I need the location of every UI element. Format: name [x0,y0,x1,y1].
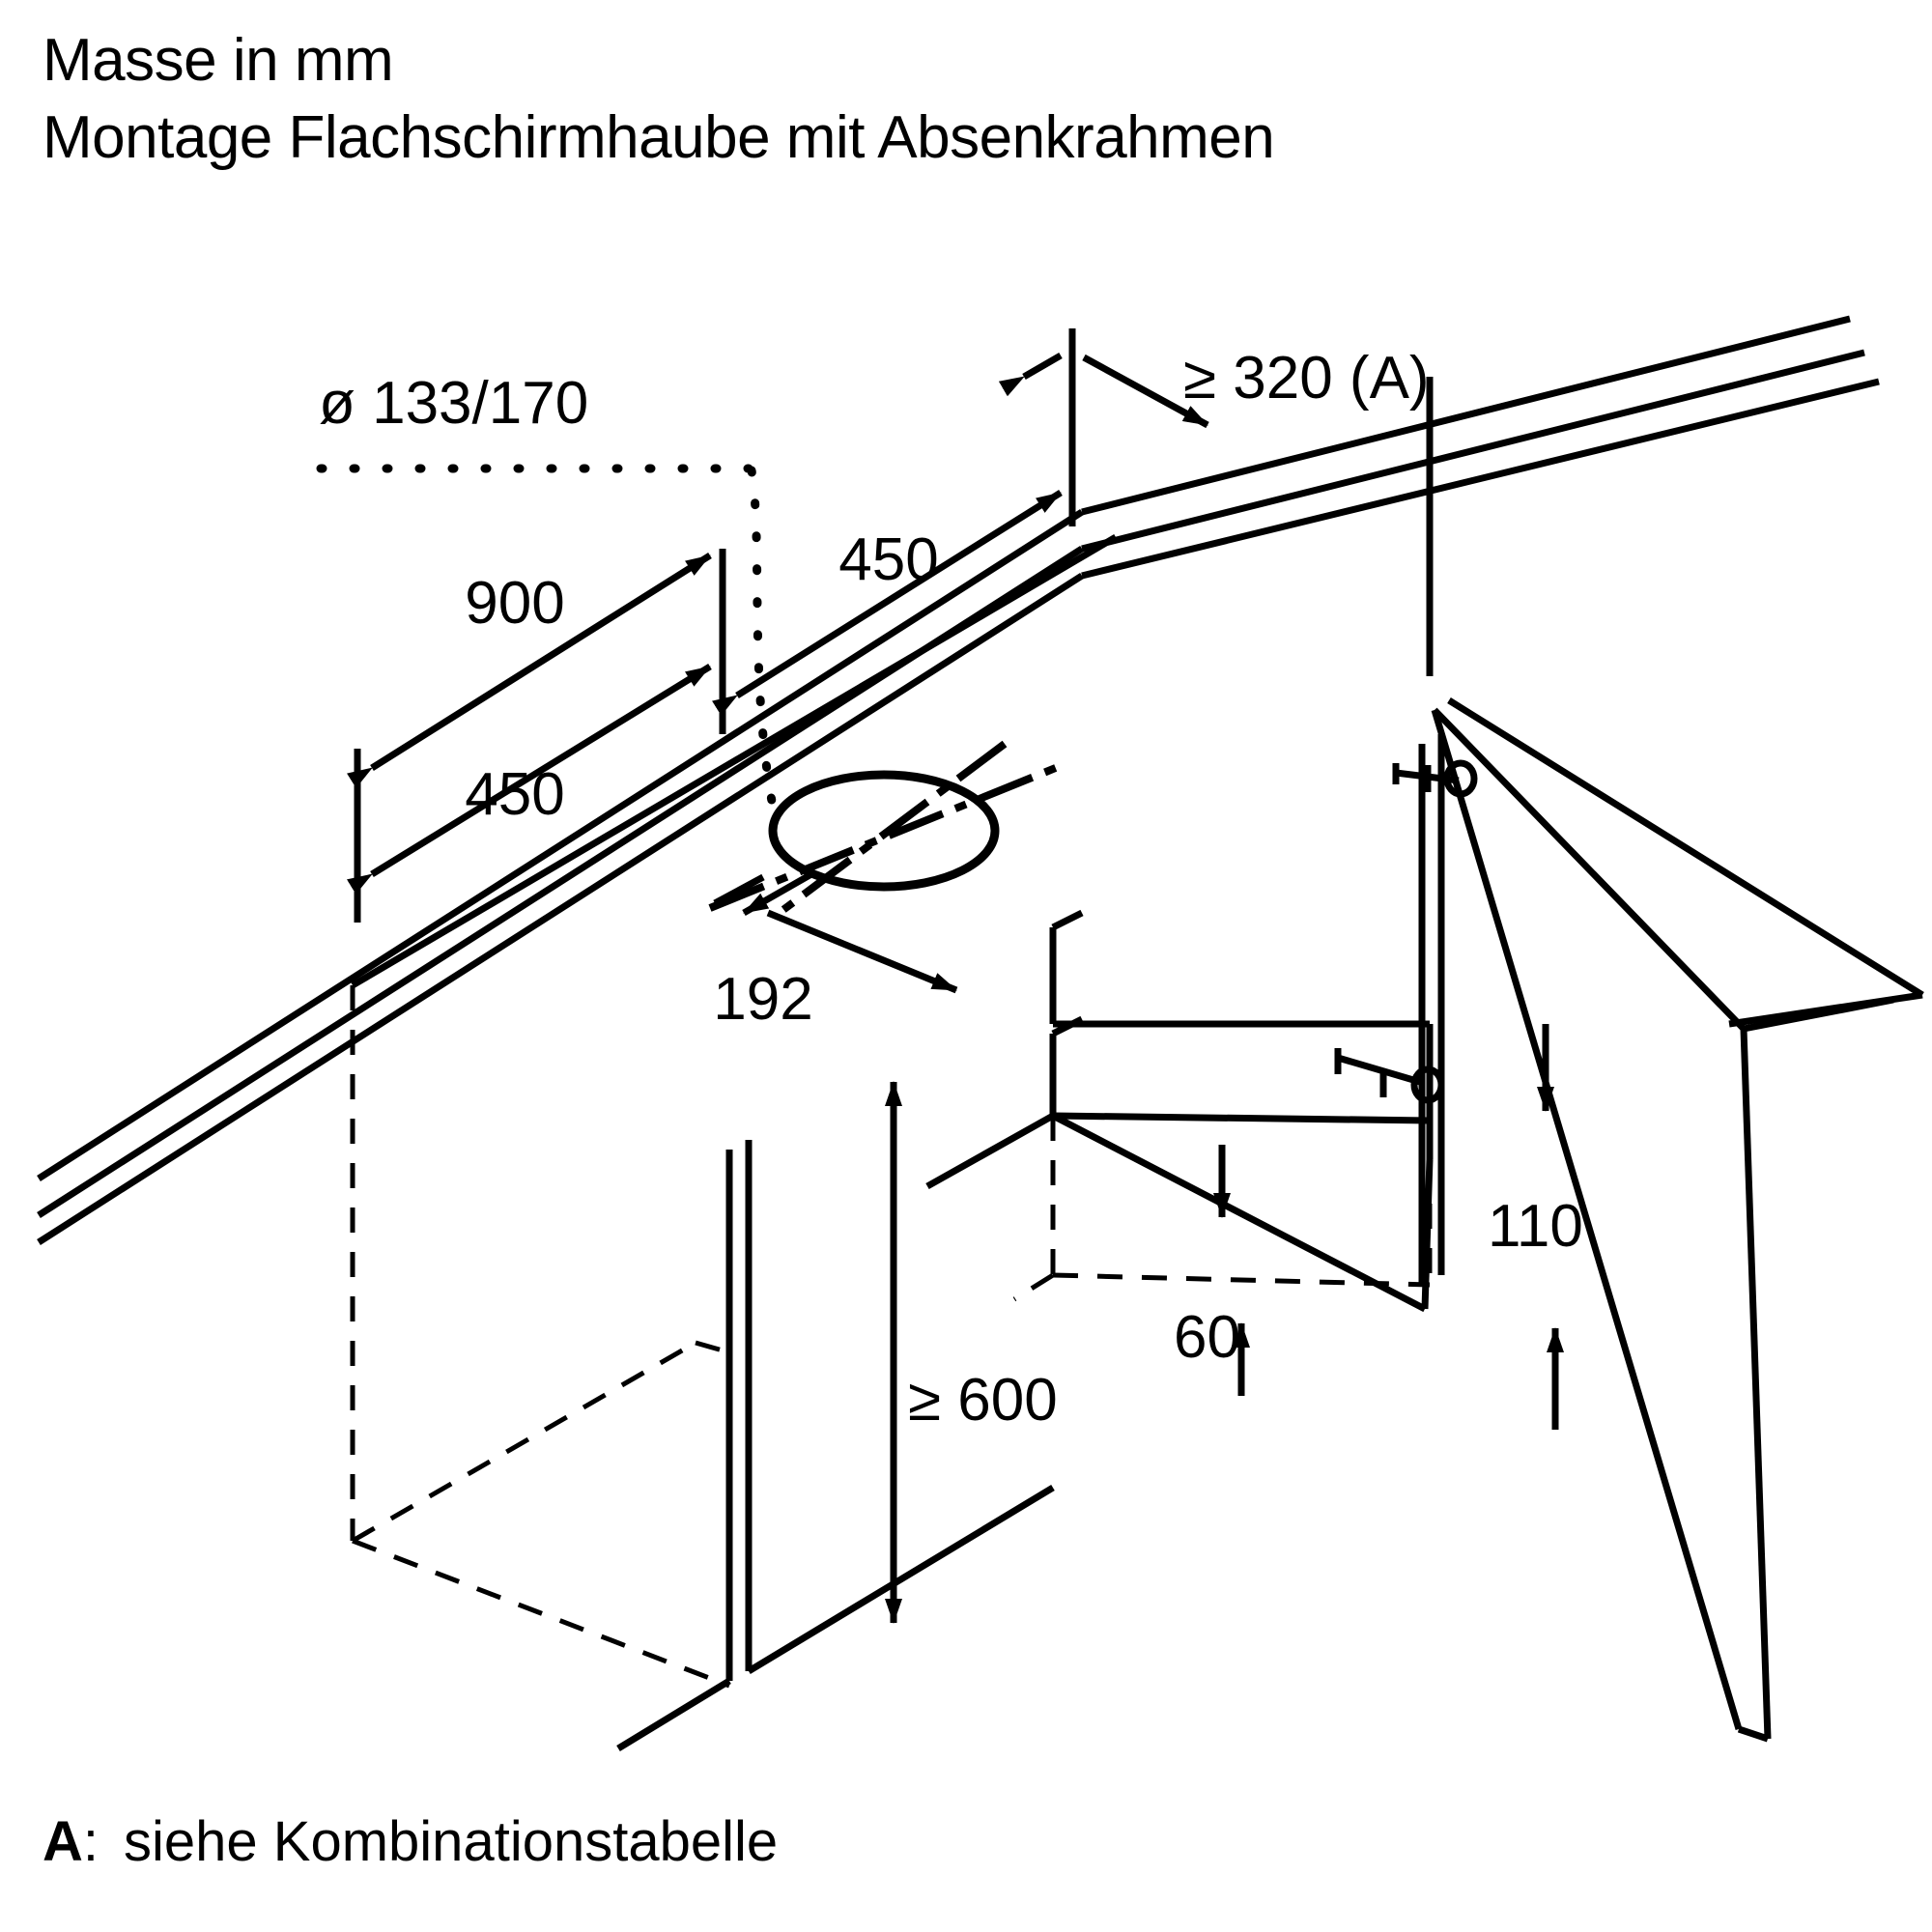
hinge-bracket-top [1392,759,1478,798]
cabinet-body [616,909,1434,1751]
dimension-110 [1537,1024,1564,1430]
dimension-110-label: 110 [1488,1193,1583,1260]
cabinet-interior-lines [925,1112,1434,1313]
hinge-axis [1418,734,1445,1285]
right-panel [1431,707,1894,1743]
dimension-600-min-label: ≥ 600 [908,1367,1058,1434]
page-title-subject: Montage Flachschirmhaube mit Absenkrahme… [43,104,1275,171]
footnote-key: A [43,1810,83,1873]
dimension-320-min-label: ≥ 320 (A) [1183,345,1430,412]
worktop-top-surface [1081,315,1880,580]
dimension-diameter-label: ø 133/170 [319,370,588,437]
footnote: A:siehe Kombinationstabelle [43,1814,778,1870]
dimension-60 [1213,1145,1250,1396]
dimension-900-label: 900 [465,570,564,637]
page-title-units: Masse in mm [43,27,394,94]
dimension-60-label: 60 [1174,1304,1240,1371]
duct-opening [708,740,1069,922]
footnote-separator: : [82,1810,99,1873]
right-worktop-extension [1447,697,1924,1028]
footnote-text: siehe Kombinationstabelle [124,1810,779,1873]
dimension-450-left-label: 450 [465,761,564,828]
dimension-320-min [998,328,1434,676]
hidden-edges [350,985,1433,1689]
dimension-192-label: 192 [713,966,812,1033]
hinge-bracket-lower [1334,1048,1445,1104]
dimension-450-right-label: 450 [838,526,938,593]
dimension-192 [713,870,958,994]
